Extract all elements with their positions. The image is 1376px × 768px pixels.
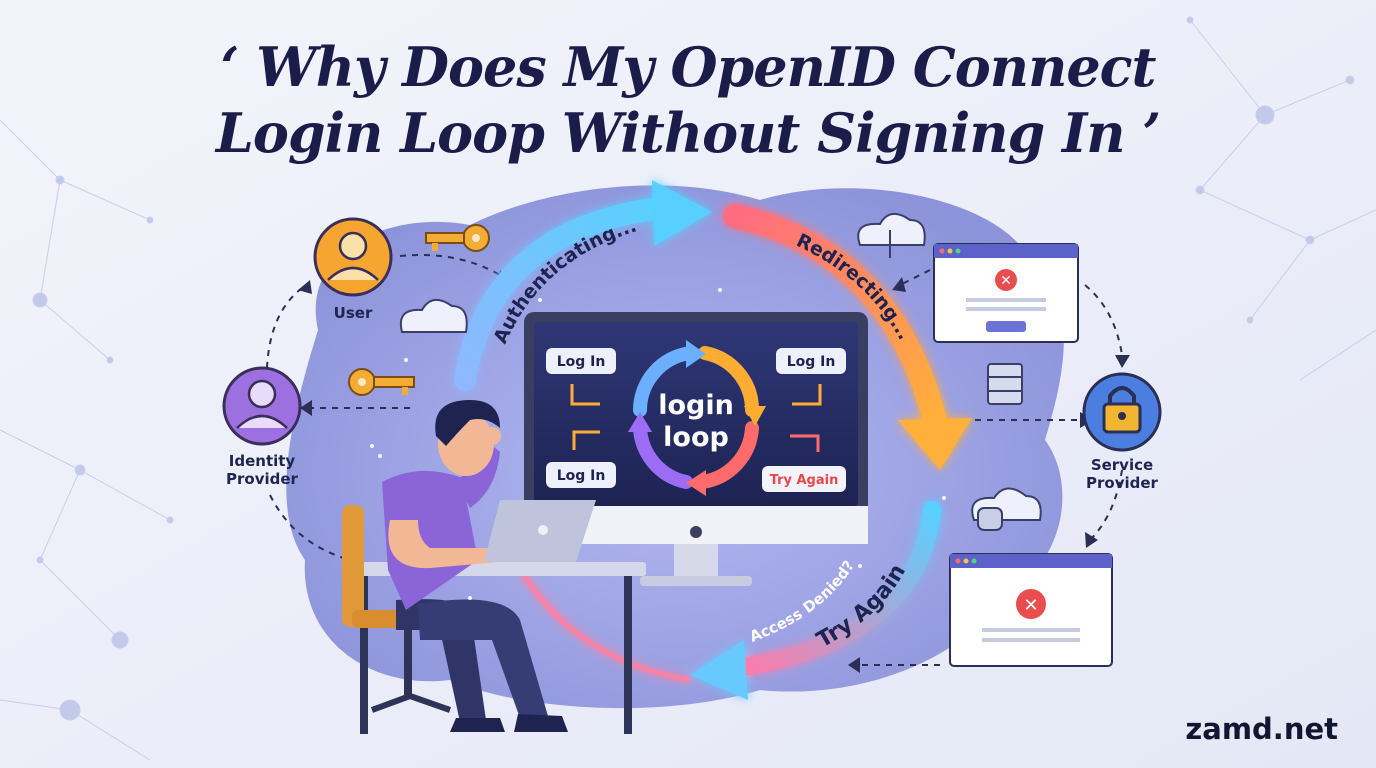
svg-text:✕: ✕ — [1000, 273, 1012, 289]
page-title-line1: ‘ Why Does My OpenID Connect — [220, 35, 1156, 99]
monitor: login loop Log In Log In Log In Try Agai… — [524, 312, 868, 586]
redirecting-arrow — [723, 204, 947, 432]
service-provider-node — [1082, 372, 1162, 452]
brand-watermark: zamd.net — [1185, 712, 1338, 746]
user-node — [313, 217, 393, 297]
screen-login-button-top-right[interactable] — [776, 348, 846, 374]
page-title: ‘ Why Does My OpenID Connect Login Loop … — [150, 34, 1226, 166]
screen-small-arrows — [570, 384, 822, 450]
person-hair — [435, 400, 500, 446]
identity-provider-label-line2: Provider — [226, 470, 298, 488]
screen-login-button-bottom-left[interactable] — [546, 462, 616, 488]
error-window-icon: ✕ — [933, 243, 1079, 343]
cloud-sync-icon — [857, 213, 926, 258]
cloud-database-icon — [971, 487, 1042, 531]
cloud-icon — [400, 299, 468, 333]
svg-text:✕: ✕ — [1023, 595, 1038, 616]
screen-try-again-button[interactable] — [762, 466, 846, 492]
service-provider-label: Service Provider — [1072, 456, 1172, 492]
service-provider-label-line2: Provider — [1086, 474, 1158, 492]
service-provider-label-line1: Service — [1090, 456, 1154, 474]
error-window-icon-secondary: ✕ — [949, 553, 1113, 667]
chair-back — [342, 505, 364, 627]
server-icon — [987, 363, 1023, 405]
key-icon-secondary — [348, 368, 415, 396]
monitor-neck — [674, 544, 718, 578]
person-shirt — [382, 470, 478, 610]
screen-login-button-top-left-label: Log In — [557, 354, 606, 370]
screen-login-button-top-left[interactable] — [546, 348, 616, 374]
network-decoration — [0, 16, 1376, 761]
key-icon — [425, 224, 490, 252]
authenticating-arrow — [454, 197, 671, 391]
person-at-desk — [342, 400, 646, 734]
loop-arrows — [454, 180, 972, 700]
identity-provider-label-line1: Identity — [228, 452, 296, 470]
user-label: User — [333, 304, 373, 322]
cycle-arrows-icon — [633, 346, 760, 489]
identity-provider-label: Identity Provider — [212, 452, 312, 488]
sparkle-dots — [370, 288, 946, 600]
login-loop-text-line2: loop — [663, 422, 729, 453]
monitor-button-icon — [690, 526, 702, 538]
screen-login-button-bottom-left-label: Log In — [557, 468, 606, 484]
identity-provider-node — [222, 366, 302, 446]
page-title-line2: Login Loop Without Signing In ’ — [215, 101, 1161, 165]
login-loop-text-line1: login — [658, 390, 734, 421]
screen-try-again-button-label: Try Again — [770, 473, 839, 488]
monitor-stand — [640, 576, 752, 586]
flow-dashed-arrows — [266, 253, 1123, 666]
try-again-arrow — [729, 501, 941, 677]
screen-login-button-top-right-label: Log In — [787, 354, 836, 370]
